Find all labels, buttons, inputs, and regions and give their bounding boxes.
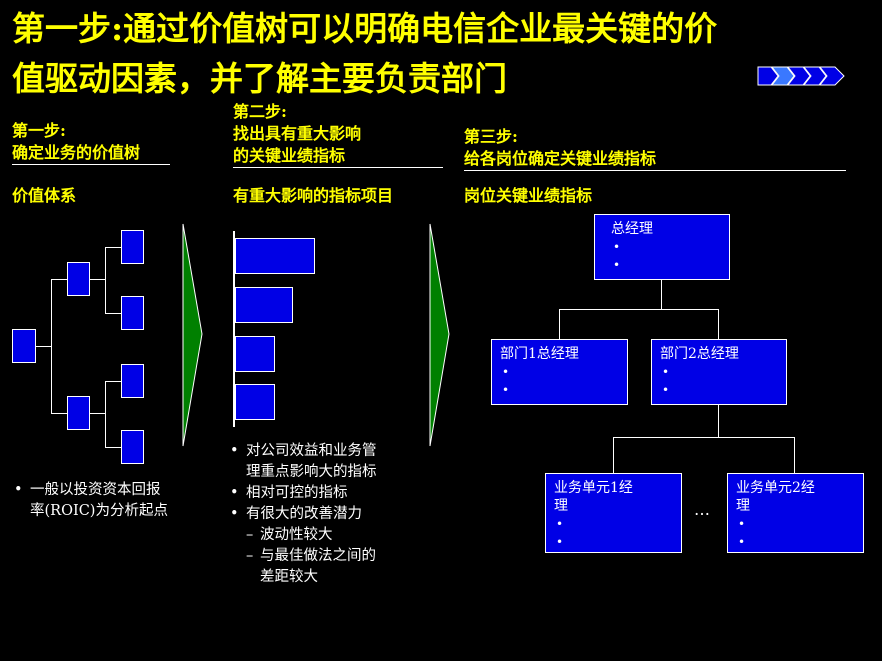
bullet-icon: •: [613, 240, 621, 254]
step2-note-continuation: 理重点影响大的指标: [246, 464, 377, 480]
step2-note-item: •对公司效益和业务管: [230, 441, 377, 462]
step2-note-subitem: –波动性较大: [230, 525, 377, 546]
org-box-gm: 总经理 • •: [594, 214, 730, 280]
org-connector: [559, 309, 560, 339]
org-box-dept1: 部门1总经理 • •: [491, 339, 628, 405]
org-box-unit1: 业务单元1经 理 • •: [545, 473, 682, 553]
step1-subtitle: 价值体系: [12, 186, 77, 205]
bullet-icon: •: [556, 535, 564, 549]
kpi-bar: [235, 238, 315, 274]
tree-connector: [105, 381, 121, 382]
tree-connector: [36, 346, 52, 347]
org-box-title: 总经理: [611, 221, 653, 237]
tree-connector: [51, 279, 52, 413]
org-connector: [794, 437, 795, 473]
tree-connector: [51, 279, 67, 280]
step1-header: 第一步: 确定业务的价值树: [12, 120, 170, 165]
step2-note-item: •相对可控的指标: [230, 483, 377, 504]
tree-connector: [90, 279, 106, 280]
org-box-unit2: 业务单元2经 理 • •: [727, 473, 864, 553]
step2-name-line1: 找出具有重大影响: [233, 124, 362, 143]
org-box-title-line1: 业务单元1经: [554, 480, 633, 496]
page-title-line2: 值驱动因素，并了解主要负责部门: [12, 59, 507, 98]
step1-note-item: •一般以投资资本回报: [14, 480, 168, 501]
org-connector: [613, 437, 614, 473]
bullet-icon: •: [230, 443, 239, 459]
step1-note: •一般以投资资本回报 率(ROIC)为分析起点: [14, 480, 168, 522]
bullet-icon: •: [556, 517, 564, 531]
step2-notes: •对公司效益和业务管 理重点影响大的指标 •相对可控的指标 •有很大的改善潜力 …: [230, 441, 377, 588]
org-connector: [718, 309, 719, 339]
kpi-bar: [235, 336, 275, 372]
org-connector: [661, 280, 662, 310]
org-connector: [559, 309, 719, 310]
step2-header: 第二步: 找出具有重大影响 的关键业绩指标: [233, 101, 443, 168]
flow-arrow-icon: [182, 223, 203, 447]
bullet-icon: •: [613, 258, 621, 272]
tree-leaf-node: [121, 364, 144, 398]
org-box-title-line2: 理: [736, 498, 750, 514]
page-title: 第一步:通过价值树可以明确电信企业最关键的价 值驱动因素，并了解主要负责部门: [12, 4, 878, 104]
bullet-icon: •: [738, 517, 746, 531]
org-box-title: 部门1总经理: [500, 346, 579, 362]
page-title-line1: 第一步:通过价值树可以明确电信企业最关键的价: [12, 9, 718, 48]
tree-node: [67, 396, 90, 430]
tree-connector: [90, 413, 106, 414]
step2-note-item: •有很大的改善潜力: [230, 504, 377, 525]
org-box-title-line1: 业务单元2经: [736, 480, 815, 496]
tree-connector: [105, 313, 121, 314]
bullet-icon: •: [738, 535, 746, 549]
bullet-icon: •: [502, 383, 510, 397]
bullet-icon: •: [662, 365, 670, 379]
bullet-icon: •: [502, 365, 510, 379]
step1-note-continuation: 率(ROIC)为分析起点: [30, 503, 168, 519]
dash-icon: –: [246, 548, 254, 564]
kpi-bar: [235, 384, 275, 420]
tree-leaf-node: [121, 430, 144, 464]
tree-connector: [105, 247, 106, 313]
step2-note-continuation: 差距较大: [260, 569, 318, 585]
chevron-arrows-icon: [757, 66, 845, 86]
tree-connector: [105, 447, 121, 448]
org-box-title-line2: 理: [554, 498, 568, 514]
bullet-icon: •: [230, 506, 239, 522]
step3-header: 第三步: 给各岗位确定关键业绩指标: [464, 126, 846, 171]
flow-arrow-icon: [429, 223, 450, 447]
step1-label: 第一步:: [12, 121, 66, 140]
bullet-icon: •: [230, 485, 239, 501]
org-box-title: 部门2总经理: [660, 346, 739, 362]
org-box-dept2: 部门2总经理 • •: [651, 339, 787, 405]
step3-name: 给各岗位确定关键业绩指标: [464, 148, 846, 171]
step2-note-subitem: –与最佳做法之间的: [230, 546, 377, 567]
step2-label: 第二步:: [233, 102, 287, 121]
bar-chart-axis: [233, 231, 235, 427]
kpi-bar: [235, 287, 293, 323]
step2-subtitle: 有重大影响的指标项目: [233, 186, 394, 205]
tree-connector: [105, 381, 106, 447]
bullet-icon: •: [14, 482, 23, 498]
tree-root-node: [12, 329, 36, 363]
org-ellipsis: …: [694, 500, 710, 519]
bullet-icon: •: [662, 383, 670, 397]
tree-leaf-node: [121, 296, 144, 330]
tree-leaf-node: [121, 230, 144, 264]
tree-node: [67, 262, 90, 296]
org-connector: [718, 404, 719, 438]
dash-icon: –: [246, 527, 254, 543]
step3-subtitle: 岗位关键业绩指标: [464, 186, 593, 205]
tree-connector: [105, 247, 121, 248]
step3-label: 第三步:: [464, 127, 518, 146]
step1-name: 确定业务的价值树: [12, 142, 170, 165]
tree-connector: [51, 413, 67, 414]
org-connector: [613, 437, 795, 438]
step2-name-line2: 的关键业绩指标: [233, 145, 443, 168]
